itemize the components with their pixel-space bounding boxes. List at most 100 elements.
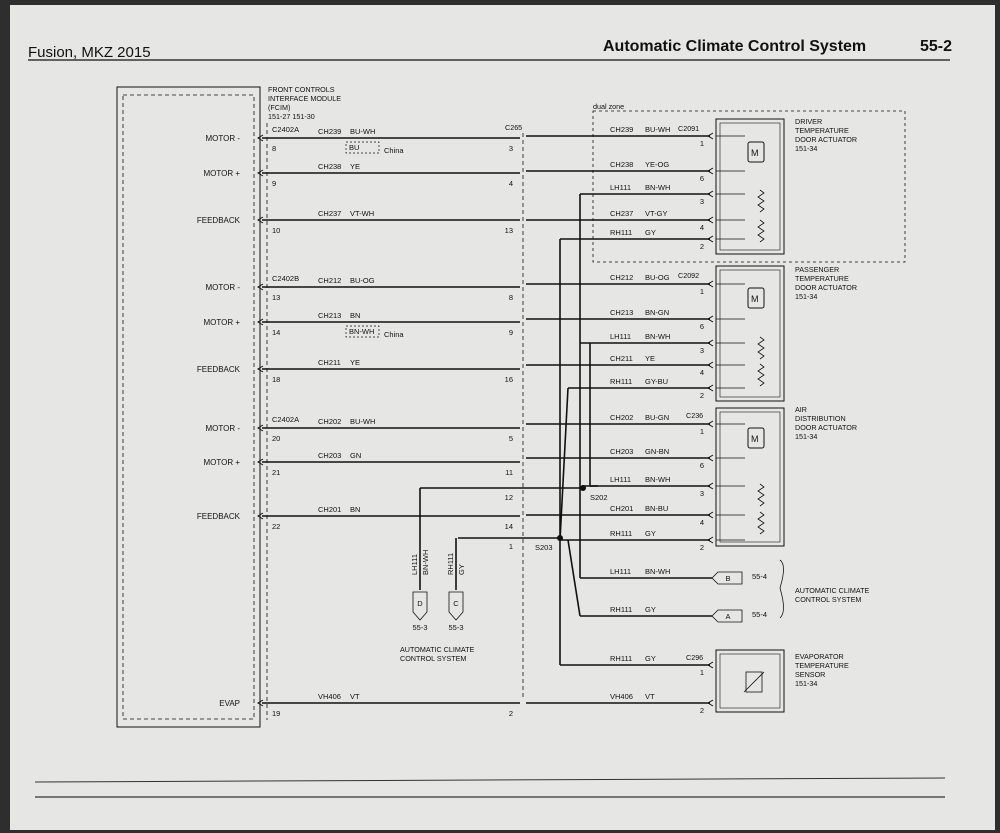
pin-arrow <box>707 511 714 519</box>
pin-arrow <box>707 661 714 669</box>
resistor-icon <box>757 511 765 535</box>
pin-arrow <box>257 424 264 432</box>
passenger-actuator-name-1: PASSENGER <box>795 265 839 274</box>
c265-pin-number: 14 <box>505 522 513 531</box>
ref-page: 55-3 <box>448 623 463 632</box>
passenger-actuator-inner <box>719 269 781 398</box>
splice-s202 <box>580 485 586 491</box>
fcim-pin-label: FEEDBACK <box>197 365 241 374</box>
wire-circuit-label: RH111 <box>446 553 455 575</box>
ref-connector-B <box>711 571 743 585</box>
wire-color-label: GY <box>645 654 656 663</box>
sensor-name-2: TEMPERATURE <box>795 661 849 670</box>
ref-connector-C <box>448 591 464 621</box>
actuator-pin-number: 6 <box>700 174 704 183</box>
wire-color-label: BU-WH <box>645 125 670 134</box>
fcim-connector-label: C2402A <box>272 125 299 134</box>
c265-pin-number: 16 <box>505 375 513 384</box>
fcim-title-1: FRONT CONTROLS <box>268 85 335 94</box>
wire-circuit-label: CH201 <box>318 505 341 514</box>
evaporator-sensor: EVAPORATOR TEMPERATURE SENSOR 151-34 C29… <box>686 649 849 713</box>
fcim-pin-number: 10 <box>272 226 280 235</box>
motor-icon <box>747 287 765 309</box>
pin-arrow <box>707 339 714 347</box>
wire-circuit-label: RH111 <box>610 228 632 237</box>
driver-actuator-name-2: TEMPERATURE <box>795 126 849 135</box>
c265-pin-number: 8 <box>509 293 513 302</box>
pin-arrow <box>707 454 714 462</box>
bracket <box>779 559 784 619</box>
fcim-pin-label: MOTOR + <box>203 458 240 467</box>
wire-color-label: GN-BN <box>645 447 669 456</box>
footer-rule-1 <box>34 777 946 783</box>
resistor-icon <box>757 219 765 243</box>
wire-circuit-label: CH237 <box>610 209 633 218</box>
pin-arrow <box>707 420 714 428</box>
fcim-pin-number: 18 <box>272 375 280 384</box>
pin-arrow <box>707 482 714 490</box>
china-alt-box <box>345 141 380 154</box>
c265-pin-number: 13 <box>505 226 513 235</box>
fcim-pin-number: 14 <box>272 328 280 337</box>
wire-circuit-label: CH213 <box>610 308 633 317</box>
wire-circuit-label: LH111 <box>610 332 631 341</box>
wire-color-label: BN-WH <box>645 183 670 192</box>
wire-circuit-label: CH201 <box>610 504 633 513</box>
fcim-pin-number: 8 <box>272 144 276 153</box>
driver-actuator: M DRIVER TEMPERATURE DOOR ACTUATOR 151-3… <box>678 117 857 255</box>
wire-color-label: GN <box>350 451 361 460</box>
pin-arrow <box>707 132 714 140</box>
sensor-connector: C296 <box>686 653 703 662</box>
ref-connector-D <box>412 591 428 621</box>
fcim-connector-label: C2402B <box>272 274 299 283</box>
air-actuator-name-4: 151-34 <box>795 432 817 441</box>
ref-letter: D <box>417 599 423 608</box>
c265-pin-number: 2 <box>509 709 513 718</box>
resistor-icon <box>757 189 765 213</box>
wire-color-label: BU-WH <box>350 417 375 426</box>
fcim-pin-label: FEEDBACK <box>197 512 241 521</box>
passenger-actuator: M PASSENGER TEMPERATURE DOOR ACTUATOR 15… <box>678 265 857 402</box>
fcim-title-3: (FCIM) <box>268 103 290 112</box>
driver-actuator-box <box>715 118 785 255</box>
wire-circuit-label: CH202 <box>318 417 341 426</box>
wire-color-label: VT <box>350 692 360 701</box>
evaporator-sensor-inner <box>719 653 781 709</box>
wire-color-label: BN-WH <box>421 550 430 575</box>
wire-circuit-label: VH406 <box>318 692 341 701</box>
ref-letter: C <box>453 599 459 608</box>
wire-circuit-label: CH237 <box>318 209 341 218</box>
pin-arrow <box>707 699 714 707</box>
wire-color-label: YE <box>350 358 360 367</box>
splice-s203 <box>557 535 563 541</box>
fcim-module-inner <box>122 94 255 720</box>
fcim-pin-number: 19 <box>272 709 280 718</box>
air-distribution-actuator: M AIR DISTRIBUTION DOOR ACTUATOR 151-34 … <box>686 405 857 547</box>
pin-arrow <box>257 458 264 466</box>
passenger-actuator-name-2: TEMPERATURE <box>795 274 849 283</box>
wire-ref-RH111 <box>567 539 581 617</box>
wire-circuit-label: RH111 <box>610 529 632 538</box>
wire-color-label: BN <box>350 311 360 320</box>
wire-circuit-label: CH203 <box>610 447 633 456</box>
motor-icon <box>747 141 765 163</box>
actuator-pin-number: 4 <box>700 518 704 527</box>
pin-arrow <box>257 169 264 177</box>
actuator-pin-number: 1 <box>700 427 704 436</box>
driver-actuator-name-3: DOOR ACTUATOR <box>795 135 857 144</box>
pin-arrow <box>257 699 264 707</box>
page-number: 55-2 <box>920 38 952 55</box>
air-actuator-connector: C236 <box>686 411 703 420</box>
pin-arrow <box>257 216 264 224</box>
sensor-pin-number: 2 <box>700 706 704 715</box>
actuator-pin-number: 3 <box>700 489 704 498</box>
motor-symbol: M <box>751 294 759 304</box>
ref-letter: A <box>725 612 730 621</box>
wire-circuit-label: CH213 <box>318 311 341 320</box>
actuator-pin-number: 2 <box>700 543 704 552</box>
wire-color-label: VT-GY <box>645 209 668 218</box>
pin-arrow <box>707 235 714 243</box>
c265-pin-number: 12 <box>505 493 513 502</box>
wire-circuit-label: LH111 <box>410 554 419 575</box>
wire-circuit-label: CH202 <box>610 413 633 422</box>
